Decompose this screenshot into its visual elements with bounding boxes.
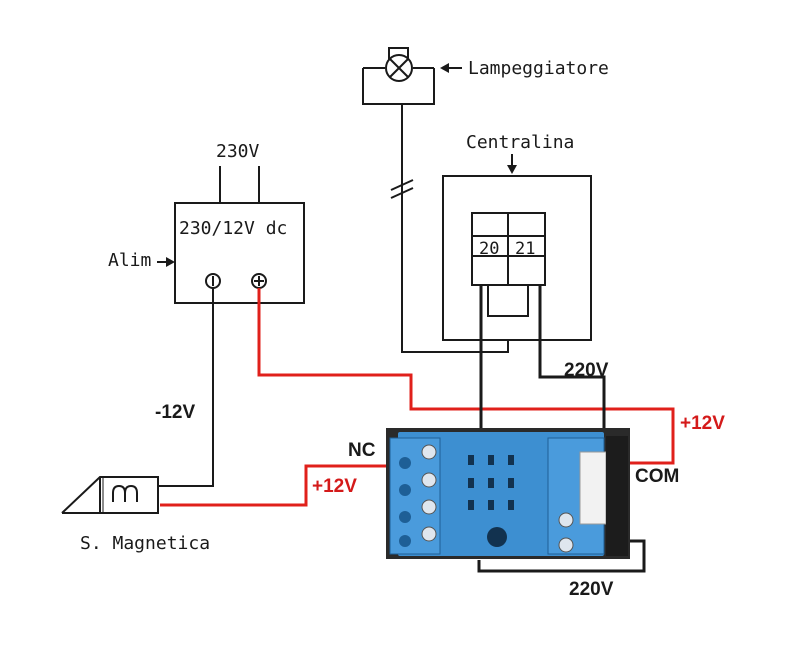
com-label: COM [635, 466, 679, 487]
minus12-label: -12V [155, 402, 195, 423]
lampeggiatore-label: Lampeggiatore [468, 58, 609, 79]
wire-minus12 [158, 288, 214, 487]
voltage-220-top-label: 220V [564, 360, 609, 381]
plus12-left-label: +12V [312, 476, 357, 497]
relay-socket [386, 428, 630, 559]
terminal-jumper [487, 285, 529, 317]
lampeggiatore-arrow [440, 63, 462, 73]
centralina-arrow [507, 154, 517, 174]
alim-label: Alim [108, 250, 151, 271]
positive-terminal-icon [251, 273, 267, 289]
voltage-220-bottom-label: 220V [569, 579, 614, 600]
terminal-21-label: 21 [515, 239, 535, 259]
magnet-label: S. Magnetica [80, 533, 210, 554]
power-supply-box [174, 202, 305, 304]
lampeggiatore-symbol [362, 47, 435, 105]
terminal-block [471, 212, 546, 286]
wire-plus12-com [257, 288, 675, 465]
negative-terminal-icon [205, 273, 221, 289]
plus12-right-label: +12V [680, 413, 725, 434]
alim-arrow [157, 257, 175, 267]
mains-voltage-label: 230V [216, 141, 260, 162]
magnet-symbol [61, 476, 159, 514]
mains-leads [219, 166, 260, 203]
wire-plus12-nc [160, 464, 400, 507]
wire-terminal21 [538, 285, 606, 440]
power-supply-label: 230/12V dc [179, 218, 287, 239]
centralina-label: Centralina [466, 132, 574, 153]
nc-label: NC [348, 440, 376, 461]
terminal-20-label: 20 [479, 239, 499, 259]
